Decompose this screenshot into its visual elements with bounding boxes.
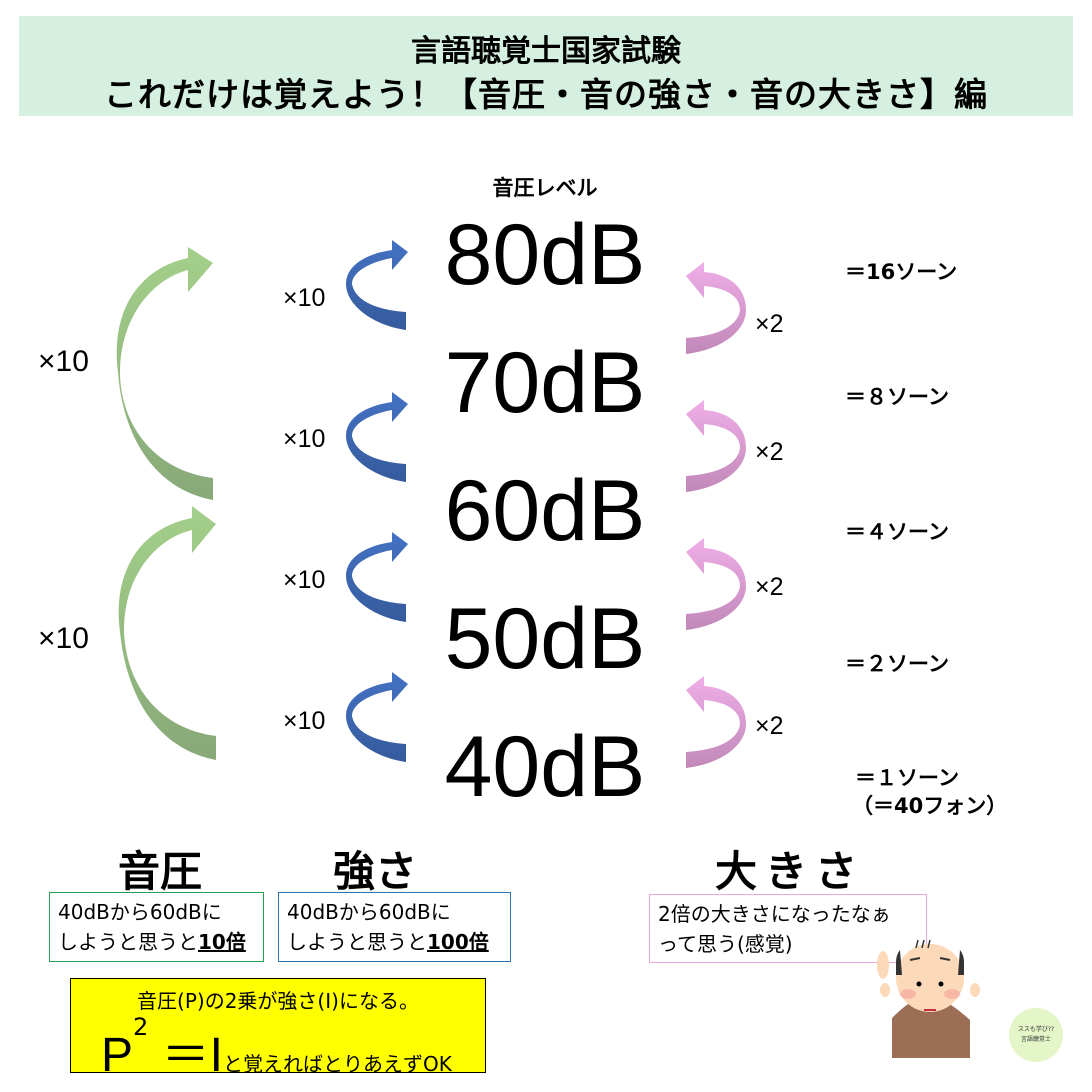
formula-exponent: 2 [133,1013,149,1041]
pressure-note-box: 40dBから60dBに しようと思うと10倍 [49,892,264,962]
channel-logo: ススも学び?? 言語聴覚士 [1009,1008,1063,1062]
formula-box: 音圧(P)の2乗が強さ(I)になる。 P2 ＝Iと覚えればとりあえずOK [70,978,486,1082]
intensity-multiplier-3: ×10 [283,566,326,594]
pressure-arrow-upper [116,247,213,500]
loudness-arrows [686,262,746,768]
loudness-note-line1: 2倍の大きさになったなぁ [658,902,891,926]
formula-rest: ＝I [148,1029,223,1082]
formula-base: P [101,1029,134,1082]
intensity-multiplier-4: ×10 [283,707,326,735]
sound-pressure-level-label: 音圧レベル [492,176,598,200]
pressure-arrow-lower [118,506,216,760]
pressure-multiplier-upper: ×10 [38,345,89,378]
level-70db: 70dB [444,335,646,431]
formula-caption: 音圧(P)の2乗が強さ(I)になる。 [137,989,419,1013]
loudness-multiplier-1: ×2 [755,310,784,338]
level-80db: 80dB [444,207,646,303]
loudness-multiplier-3: ×2 [755,573,784,601]
loudness-multiplier-4: ×2 [755,712,784,740]
formula: P2 ＝Iと覚えればとりあえずOK [101,1013,452,1085]
intensity-multiplier-2: ×10 [283,425,326,453]
level-60db: 60dB [444,463,646,559]
formula-tail: と覚えればとりあえずOK [222,1052,452,1076]
title-line-1: 言語聴覚士国家試験 [411,34,681,69]
loudness-title: 大きさ [714,847,865,896]
intensity-arrows [346,240,408,762]
level-50db: 50dB [444,591,646,687]
pressure-title: 音圧 [117,847,202,896]
sone-4: ＝４ソーン [845,520,949,544]
pressure-note-emph: 10倍 [198,930,246,954]
pressure-multiplier-lower: ×10 [38,622,89,655]
level-40db: 40dB [444,719,646,815]
title-line-2: これだけは覚えよう！【音圧・音の強さ・音の大きさ】編 [104,75,988,114]
loudness-multiplier-2: ×2 [755,438,784,466]
pressure-note-line1: 40dBから60dBに [58,900,222,924]
intensity-note-box: 40dBから60dBに しようと思うと100倍 [278,892,511,962]
intensity-note-line1: 40dBから60dBに [287,900,451,924]
phon-note: （＝40フォン） [852,794,1008,818]
sone-8: ＝８ソーン [845,385,949,409]
title-banner: 言語聴覚士国家試験 これだけは覚えよう！【音圧・音の強さ・音の大きさ】編 [19,16,1073,116]
intensity-title: 強さ [332,847,417,896]
pressure-note-line2: しようと思うと [58,930,198,954]
sone-1: ＝１ソーン [855,766,959,790]
loudness-note-box: 2倍の大きさになったなぁ って思う(感覚) [649,894,927,963]
logo-line2: 言語聴覚士 [1020,1036,1051,1043]
sone-2: ＝２ソーン [845,652,949,676]
intensity-multiplier-1: ×10 [283,284,326,312]
logo-line1: ススも学び?? [1017,1026,1055,1033]
intensity-note-emph: 100倍 [427,930,489,954]
loudness-note-line2: って思う(感覚) [658,932,793,956]
sone-16: ＝16ソーン [845,260,958,284]
intensity-note-line2: しようと思うと [287,930,427,954]
